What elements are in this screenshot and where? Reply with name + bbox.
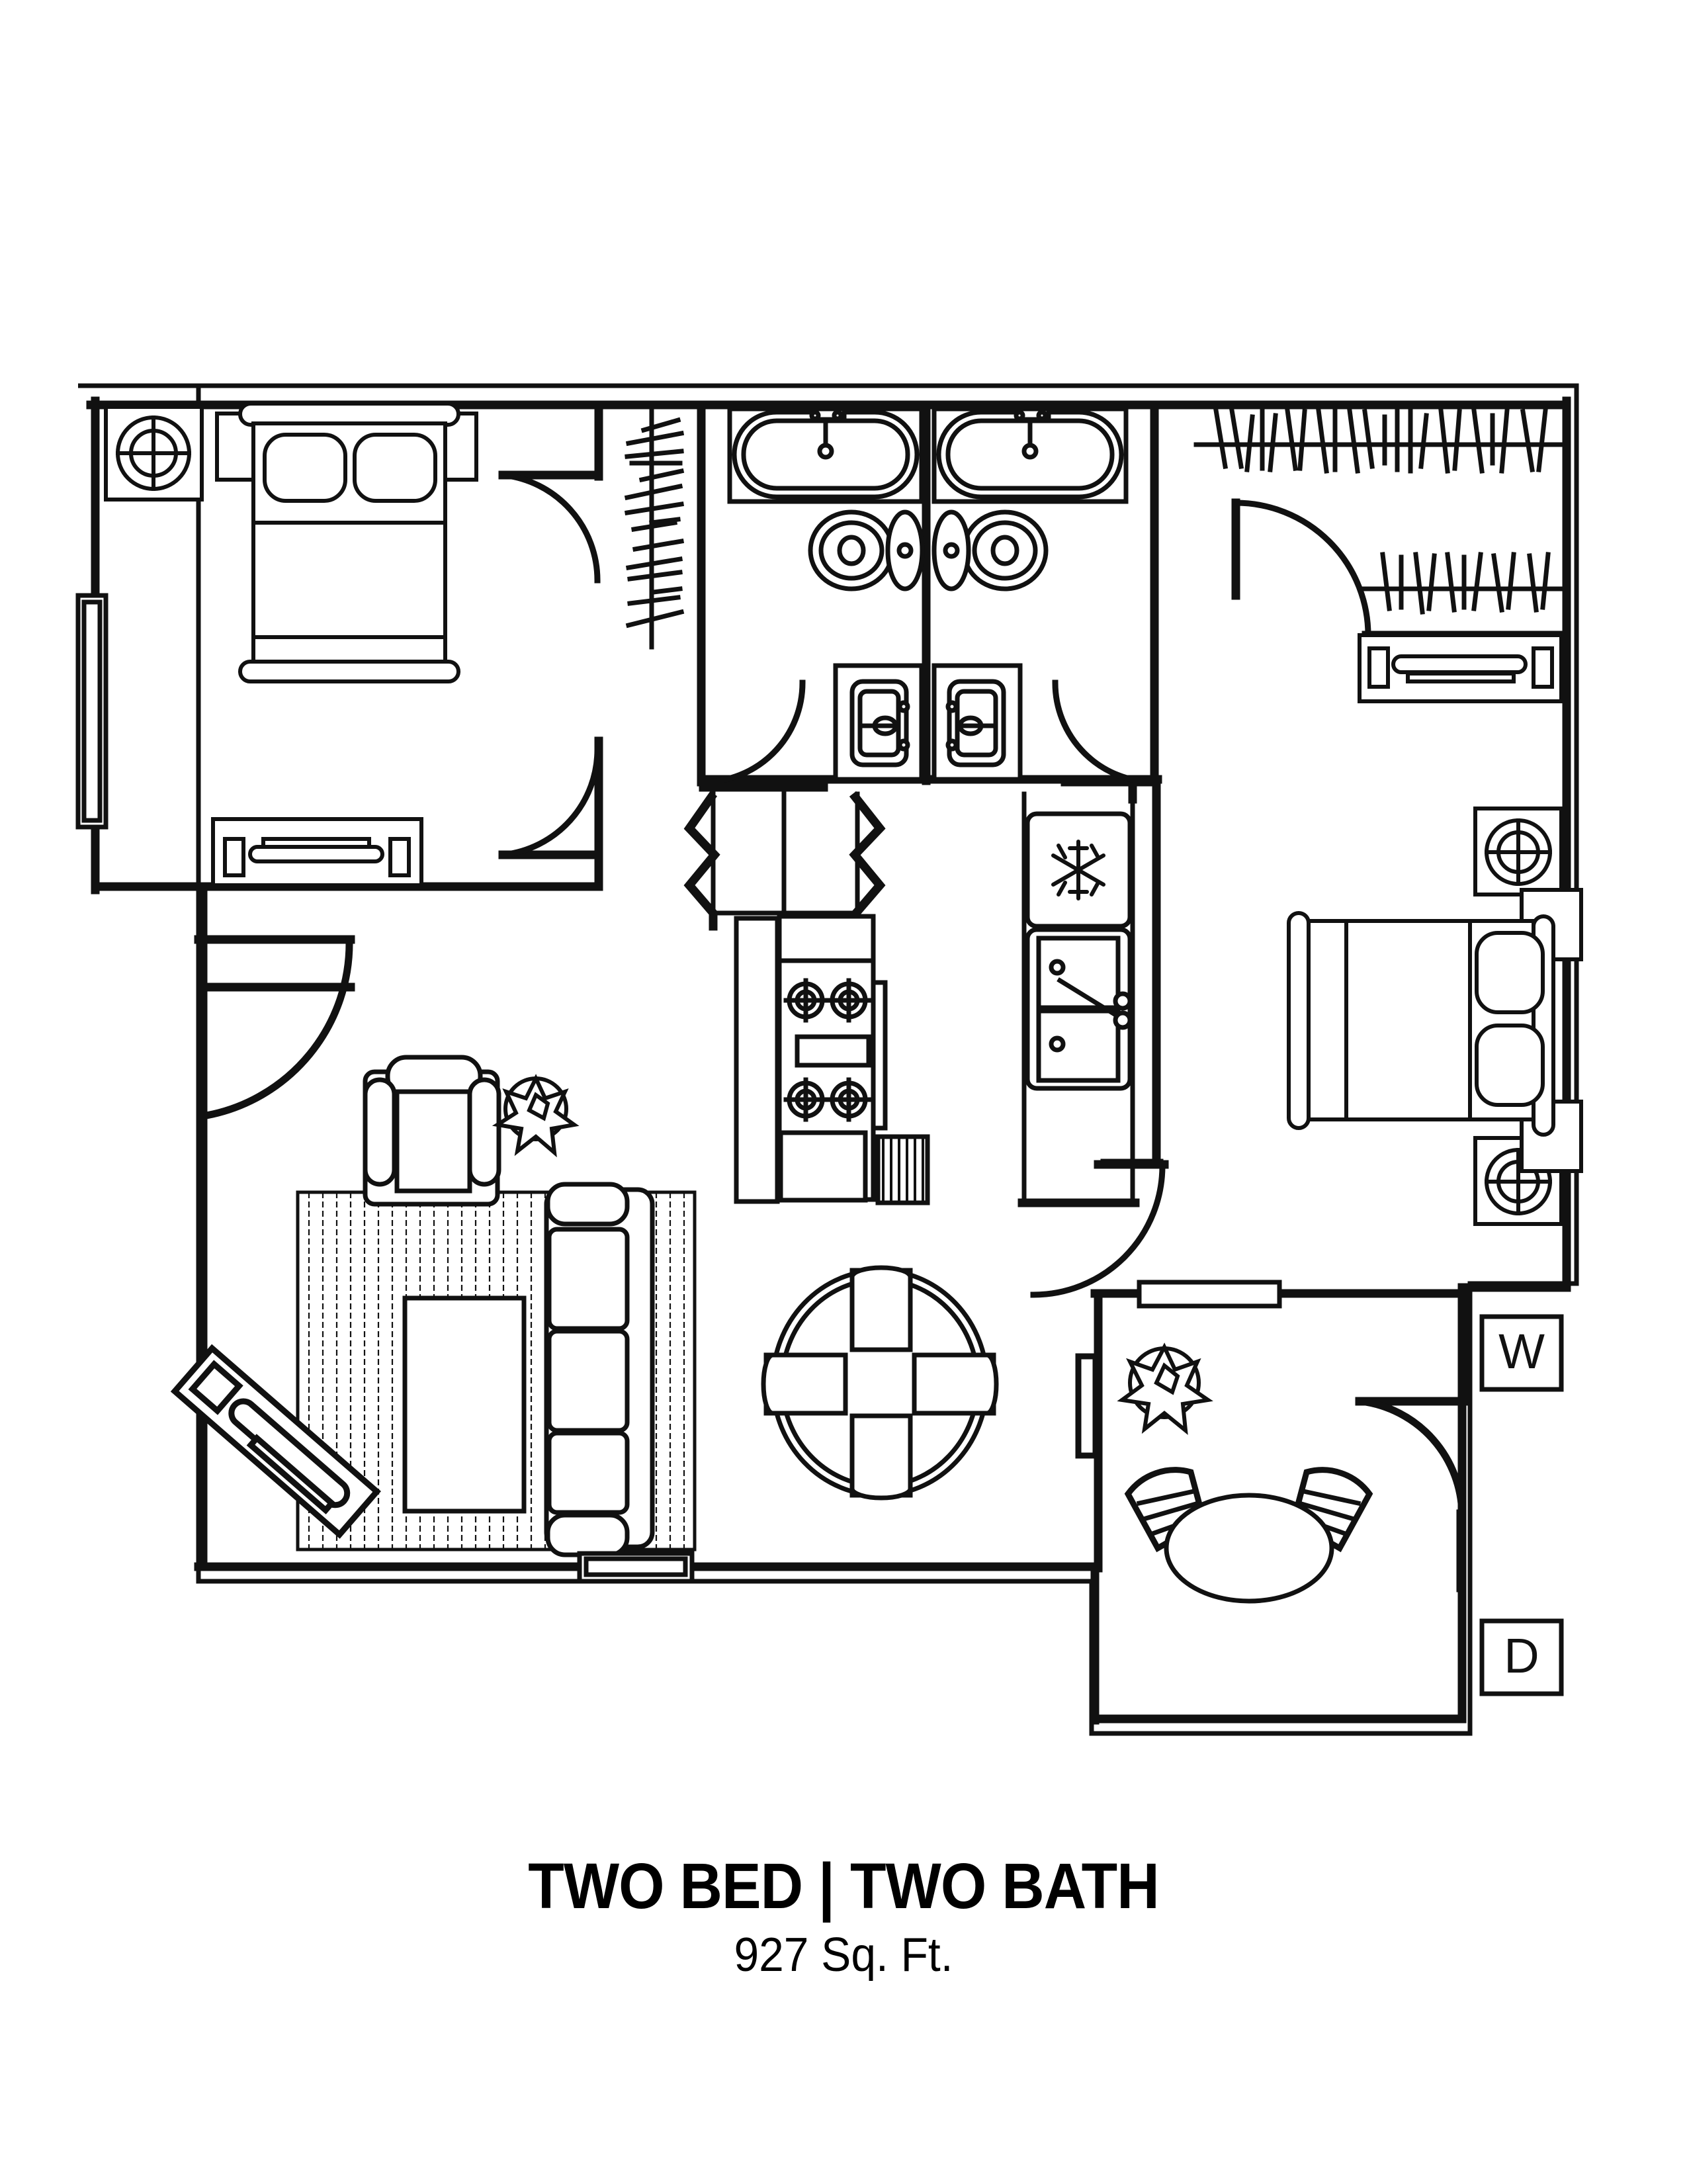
bedroom-one-group	[75, 400, 603, 891]
dryer-box	[1479, 1618, 1564, 1696]
dining-group	[761, 1265, 1103, 1573]
exterior-walls	[78, 383, 1579, 1736]
washer-label: W	[1498, 1324, 1545, 1379]
nightstand-lamp-bedroom-one	[104, 405, 204, 502]
toilet-two	[931, 509, 1049, 591]
media-console	[170, 1344, 381, 1539]
range-oven	[777, 914, 888, 1203]
sofa	[544, 1182, 655, 1557]
plant-living	[492, 1074, 580, 1158]
laundry-group	[1459, 1289, 1564, 1696]
plant-patio	[1117, 1342, 1213, 1435]
kitchen-sink	[1025, 927, 1133, 1091]
bathtub-one	[727, 406, 924, 504]
toilet-one	[808, 509, 925, 591]
washer-box	[1479, 1314, 1564, 1392]
dining-chair-left	[761, 1352, 848, 1416]
dining-chair-bottom	[849, 1413, 913, 1501]
dining-chair-right	[912, 1352, 999, 1416]
door-swing-bath-two	[1052, 679, 1158, 785]
nightstand-lamp-bed2-top	[1473, 807, 1563, 896]
break-line-left	[683, 791, 720, 920]
door-swing-hall	[499, 746, 601, 858]
sliding-door-patio	[1137, 1280, 1282, 1309]
armchair	[363, 1055, 501, 1207]
bed-bedroom-one	[215, 402, 478, 683]
dryer-label: D	[1504, 1628, 1539, 1683]
door-swing-bedroom-two	[1030, 1162, 1166, 1298]
bathrooms-group	[697, 400, 1162, 787]
door-swing-bath-one	[700, 679, 806, 785]
dining-chair-top	[849, 1265, 913, 1352]
floorplan-drawing: W D	[75, 383, 1583, 1736]
vanity-two	[931, 663, 1023, 782]
bed-bedroom-two	[1287, 888, 1583, 1173]
coffee-table	[402, 1295, 527, 1514]
floorplan-caption: TWO BED | TWO BATH 927 Sq. Ft.	[0, 1853, 1687, 1982]
break-line-right	[849, 791, 886, 920]
door-swing-bedroom-one	[499, 472, 601, 584]
living-room-group	[170, 935, 697, 1584]
page-title: TWO BED | TWO BATH	[528, 1850, 1159, 1922]
square-footage: 927 Sq. Ft.	[734, 1928, 953, 1982]
closet-bedroom-one	[624, 400, 706, 785]
window-bedroom-one	[75, 593, 108, 830]
window-living	[577, 1551, 695, 1584]
door-swing-entry	[202, 937, 353, 1120]
dresser-bedroom-one	[211, 817, 423, 887]
bathtub-two	[931, 406, 1129, 504]
kitchen-group	[683, 781, 1140, 1207]
dishwasher	[875, 1134, 930, 1205]
closet-rod-icon-upper	[1213, 407, 1548, 474]
dresser-bedroom-two	[1358, 633, 1563, 703]
door-swing-laundry	[1357, 1397, 1466, 1519]
vanity-one	[833, 663, 924, 782]
bedroom-two-group	[1030, 777, 1583, 1298]
closet-rod-icon	[624, 417, 685, 629]
patio-table	[1164, 1493, 1334, 1604]
door-swing-closet	[1233, 500, 1371, 638]
refrigerator-icon	[1051, 840, 1105, 900]
bedroom-two-closets	[1193, 407, 1567, 703]
closet-rod-icon-lower	[1380, 552, 1551, 615]
patio-group	[1090, 1280, 1468, 1604]
